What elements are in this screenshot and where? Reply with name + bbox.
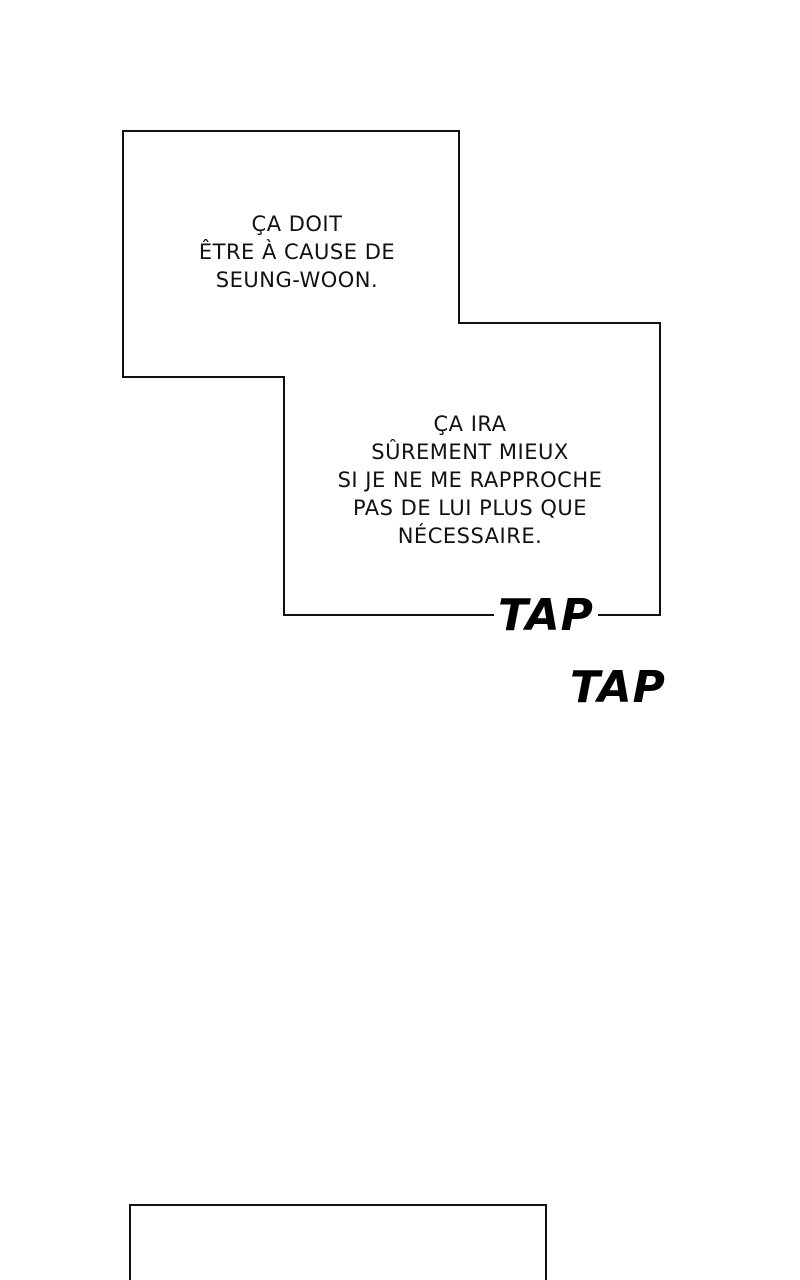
caption-line: ÊTRE À CAUSE DE — [198, 240, 396, 264]
caption-1: ÇA DOIT ÊTRE À CAUSE DE SEUNG-WOON. — [147, 210, 447, 294]
caption-line: ÇA DOIT — [251, 212, 343, 236]
caption-line: SI JE NE ME RAPPROCHE — [337, 468, 603, 492]
sound-effect-tap-1: TAP — [494, 594, 598, 638]
caption-line: NÉCESSAIRE. — [397, 524, 543, 548]
caption-line: SEUNG-WOON. — [215, 268, 379, 292]
next-panel-frame — [129, 1204, 547, 1280]
caption-box-outline — [122, 130, 661, 616]
sound-effect-tap-2: TAP — [566, 666, 670, 710]
caption-line: SÛREMENT MIEUX — [371, 440, 569, 464]
caption-2: ÇA IRA SÛREMENT MIEUX SI JE NE ME RAPPRO… — [300, 410, 640, 550]
caption-line: PAS DE LUI PLUS QUE — [352, 496, 588, 520]
caption-line: ÇA IRA — [433, 412, 507, 436]
